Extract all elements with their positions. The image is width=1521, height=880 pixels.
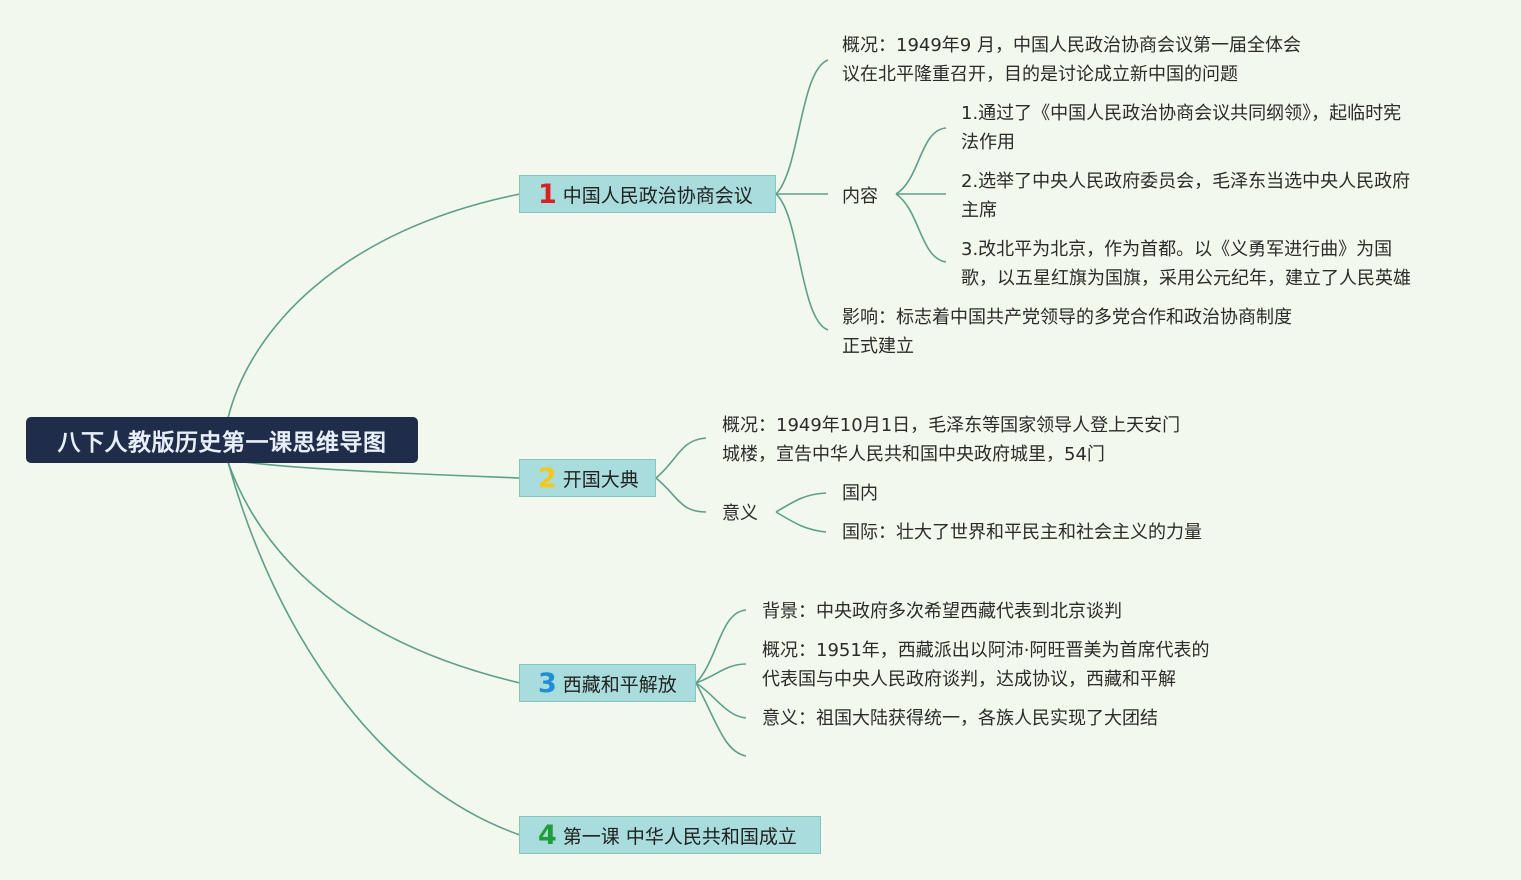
branch-number-2: 2 [538,462,557,494]
root-title: 八下人教版历史第一课思维导图 [57,430,387,456]
branch-node-2[interactable]: 2 开国大典 [519,459,656,497]
b1-content2-line1: 2.选举了中央人民政府委员会，毛泽东当选中央人民政府 [961,171,1411,192]
b1-gaikuang-line1: 概况：1949年9 月，中国人民政治协商会议第一届全体会 [842,35,1301,56]
branch-node-4[interactable]: 4 第一课 中华人民共和国成立 [519,816,821,854]
b1-content1-line1: 1.通过了《中国人民政治协商会议共同纲领》，起临时宪 [961,103,1402,124]
b2-gaikuang-line2: 城楼，宣告中华人民共和国中央政府城里，54门 [722,444,1105,465]
b2-yiyi-label: 意义 [722,503,758,524]
b3-gaikuang-line1: 概况：1951年，西藏派出以阿沛·阿旺晋美为首席代表的 [762,640,1210,661]
branch-label-4: 第一课 中华人民共和国成立 [562,825,797,848]
b1-yingxiang-line1: 影响：标志着中国共产党领导的多党合作和政治协商制度 [842,307,1292,328]
branch-number-1: 1 [538,178,557,210]
b3-yiyi: 意义：祖国大陆获得统一，各族人民实现了大团结 [762,708,1158,729]
b1-content1-line2: 法作用 [961,132,1015,153]
b1-content3-line1: 3.改北平为北京，作为首都。以《义勇军进行曲》为国 [961,239,1393,260]
branch-number-3: 3 [538,667,557,699]
b3-gaikuang-line2: 代表国与中央人民政府谈判，达成协议，西藏和平解 [762,669,1176,690]
branch-node-3[interactable]: 3 西藏和平解放 [519,664,696,702]
branch-node-1[interactable]: 1 中国人民政治协商会议 [519,175,776,213]
b2-guonei: 国内 [842,483,878,504]
b3-beijing: 背景：中央政府多次希望西藏代表到北京谈判 [762,601,1122,622]
b1-content2-line2: 主席 [961,200,997,221]
b1-gaikuang-line2: 议在北平隆重召开，目的是讨论成立新中国的问题 [842,64,1238,85]
branch-number-4: 4 [538,819,557,851]
b1-yingxiang-line2: 正式建立 [842,336,914,357]
branch-label-2: 开国大典 [562,468,639,491]
branch-label-1: 中国人民政治协商会议 [562,184,753,207]
b2-gaikuang-line1: 概况：1949年10月1日，毛泽东等国家领导人登上天安门 [722,415,1181,436]
root-node[interactable]: 八下人教版历史第一课思维导图 [26,417,418,463]
branch-label-3: 西藏和平解放 [562,673,677,696]
b2-guoji: 国际：壮大了世界和平民主和社会主义的力量 [842,522,1202,543]
b1-content3-line2: 歌，以五星红旗为国旗，采用公元纪年，建立了人民英雄 [961,268,1411,289]
b1-neirong-label: 内容 [842,186,878,207]
